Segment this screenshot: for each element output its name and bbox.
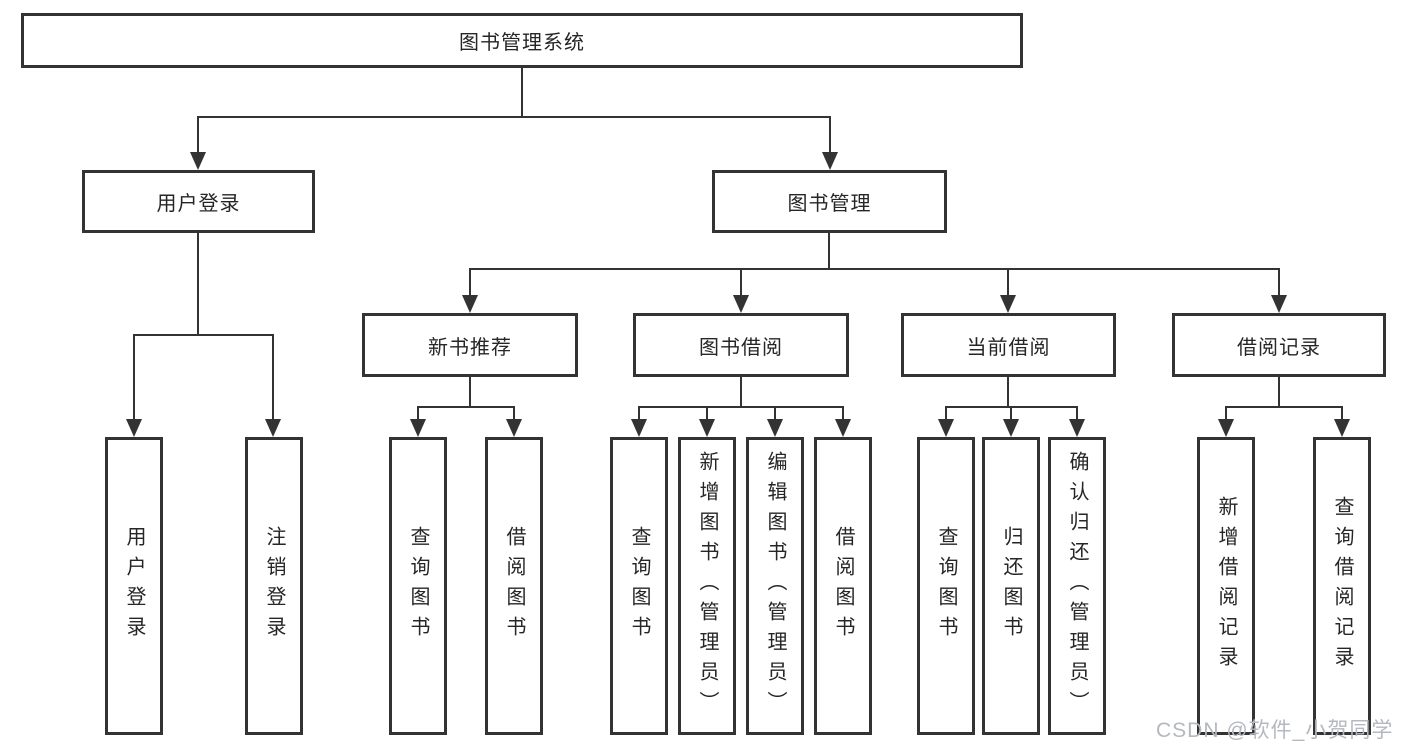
connector-line (1225, 406, 1343, 408)
arrowhead-down-icon (190, 152, 206, 170)
arrowhead-down-icon (835, 419, 851, 437)
arrowhead-down-icon (1000, 295, 1016, 313)
connector-line (638, 406, 844, 408)
connector-line (197, 116, 199, 154)
leaf-current-return-books: 归还图书 (982, 437, 1040, 735)
arrowhead-down-icon (938, 419, 954, 437)
arrowhead-down-icon (1334, 419, 1350, 437)
connector-line (513, 406, 515, 420)
leaf-recommend-query-books: 查询图书 (389, 437, 447, 735)
arrowhead-down-icon (410, 419, 426, 437)
connector-line (1225, 406, 1227, 420)
connector-line (469, 268, 1280, 270)
leaf-logout-label: 注销登录 (263, 526, 285, 646)
leaf-recommend-borrow-books: 借阅图书 (485, 437, 543, 735)
leaf-current-query-books: 查询图书 (917, 437, 975, 735)
connector-line (706, 406, 708, 420)
node-book-management-label: 图书管理 (787, 193, 872, 215)
connector-line (197, 233, 199, 336)
connector-line (638, 406, 640, 420)
node-new-book-recommend: 新书推荐 (362, 313, 578, 377)
leaf-borrow-query-books-label: 查询图书 (628, 526, 650, 646)
connector-line (1007, 377, 1009, 408)
node-new-book-recommend-label: 新书推荐 (428, 336, 512, 359)
leaf-borrow-add-books-admin-label: 新增图书（管理员） (696, 451, 718, 721)
arrowhead-down-icon (822, 152, 838, 170)
leaf-current-return-books-label: 归还图书 (1000, 526, 1022, 646)
leaf-current-confirm-return-admin-label: 确认归还（管理员） (1066, 451, 1088, 721)
leaf-recommend-borrow-books-label: 借阅图书 (503, 526, 525, 646)
connector-line (272, 334, 274, 419)
leaf-user-login: 用户登录 (105, 437, 163, 735)
leaf-borrow-query-books: 查询图书 (610, 437, 668, 735)
leaf-recommend-query-books-label: 查询图书 (407, 526, 429, 646)
node-book-borrowing-label: 图书借阅 (699, 336, 783, 359)
connector-line (774, 406, 776, 420)
arrowhead-down-icon (767, 419, 783, 437)
leaf-records-add-record: 新增借阅记录 (1197, 437, 1255, 735)
node-borrowing-records: 借阅记录 (1172, 313, 1386, 377)
node-user-login-label: 用户登录 (156, 193, 241, 215)
arrowhead-down-icon (631, 419, 647, 437)
connector-line (740, 377, 742, 408)
connector-line (828, 233, 830, 269)
node-borrowing-records-label: 借阅记录 (1237, 336, 1321, 359)
arrowhead-down-icon (506, 419, 522, 437)
node-book-management: 图书管理 (712, 170, 947, 233)
leaf-user-login-label: 用户登录 (123, 526, 145, 646)
leaf-borrow-borrow-books: 借阅图书 (814, 437, 872, 735)
connector-line (469, 268, 471, 295)
arrowhead-down-icon (699, 419, 715, 437)
connector-line (1341, 406, 1343, 420)
connector-line (417, 406, 419, 420)
arrowhead-down-icon (462, 295, 478, 313)
node-current-borrowing-label: 当前借阅 (966, 336, 1051, 359)
leaf-borrow-edit-books-admin: 编辑图书（管理员） (746, 437, 804, 735)
node-root: 图书管理系统 (21, 13, 1023, 68)
leaf-borrow-edit-books-admin-label: 编辑图书（管理员） (764, 451, 786, 721)
connector-line (133, 334, 274, 336)
leaf-borrow-add-books-admin: 新增图书（管理员） (678, 437, 736, 735)
node-current-borrowing: 当前借阅 (901, 313, 1116, 377)
node-user-login: 用户登录 (82, 170, 315, 233)
node-root-label: 图书管理系统 (459, 32, 585, 54)
leaf-records-add-record-label: 新增借阅记录 (1215, 496, 1237, 676)
connector-line (740, 268, 742, 295)
arrowhead-down-icon (1069, 419, 1085, 437)
connector-line (945, 406, 947, 420)
connector-line (1076, 406, 1078, 420)
leaf-records-query-record: 查询借阅记录 (1313, 437, 1371, 735)
connector-line (829, 116, 831, 154)
leaf-current-confirm-return-admin: 确认归还（管理员） (1048, 437, 1106, 735)
arrowhead-down-icon (733, 295, 749, 313)
connector-line (133, 334, 135, 419)
leaf-current-query-books-label: 查询图书 (935, 526, 957, 646)
connector-line (197, 116, 831, 118)
arrowhead-down-icon (1003, 419, 1019, 437)
connector-line (842, 406, 844, 420)
connector-line (417, 406, 515, 408)
leaf-logout: 注销登录 (245, 437, 303, 735)
connector-line (469, 377, 471, 408)
connector-line (1010, 406, 1012, 420)
arrowhead-down-icon (126, 419, 142, 437)
connector-line (1278, 377, 1280, 408)
connector-line (1278, 268, 1280, 295)
arrowhead-down-icon (1218, 419, 1234, 437)
node-book-borrowing: 图书借阅 (633, 313, 849, 377)
connector-line (521, 68, 523, 118)
leaf-records-query-record-label: 查询借阅记录 (1331, 496, 1353, 676)
arrowhead-down-icon (1271, 295, 1287, 313)
csdn-watermark: CSDN @软件_小贺同学 (1156, 719, 1394, 742)
arrowhead-down-icon (265, 419, 281, 437)
leaf-borrow-borrow-books-label: 借阅图书 (832, 526, 854, 646)
connector-line (1007, 268, 1009, 295)
